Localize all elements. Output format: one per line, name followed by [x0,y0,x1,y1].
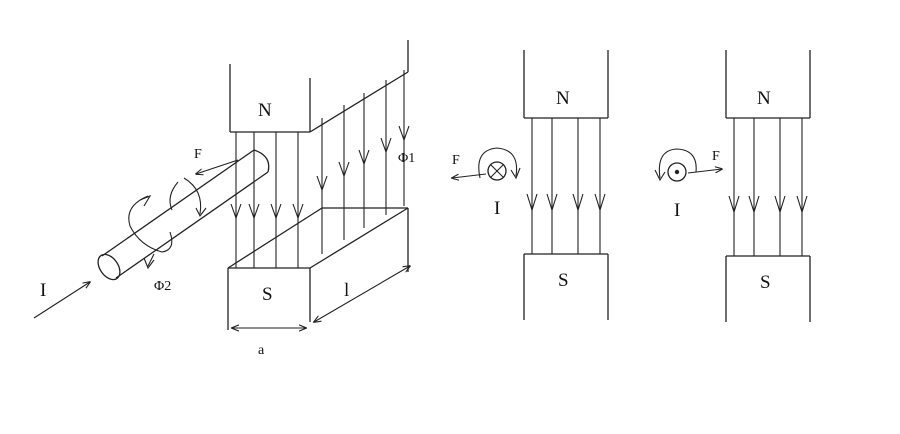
dimension-l [314,266,410,322]
label-north-perspective: N [258,100,272,121]
current-arrow-perspective [33,282,90,319]
label-force-right: F [712,149,720,164]
field-lines-middle [526,118,606,254]
label-current-perspective: I [40,280,46,301]
label-current-right: I [674,200,680,221]
conductor-cylinder [97,149,270,281]
perspective-view: N S F I Φ1 Φ2 a l [33,40,415,358]
conductor-out-of-page-icon [654,148,697,182]
label-phi1: Φ1 [398,151,415,166]
field-lines-phi1 [230,70,410,268]
label-north-right: N [757,88,771,109]
north-pole-block [229,40,409,133]
label-dimension-a: a [258,343,265,358]
south-pole-block [227,207,409,330]
label-south-perspective: S [262,284,273,305]
label-north-middle: N [556,88,570,109]
label-dimension-l: l [344,280,349,301]
label-current-middle: I [494,198,500,219]
force-arrow-middle [452,173,487,178]
force-arrow-right [687,169,722,174]
label-force-middle: F [452,153,460,168]
cross-section-out-of-page: N S F I [654,50,811,322]
field-lines-right [728,118,808,256]
label-phi2: Φ2 [154,279,171,294]
label-force-perspective: F [194,147,202,162]
label-south-right: S [760,272,771,293]
conductor-into-page-icon [478,147,521,181]
cross-section-into-page: N S F I [452,50,609,320]
wire-flux-phi2 [128,177,207,270]
label-south-middle: S [558,270,569,291]
force-arrow-perspective [196,159,239,174]
